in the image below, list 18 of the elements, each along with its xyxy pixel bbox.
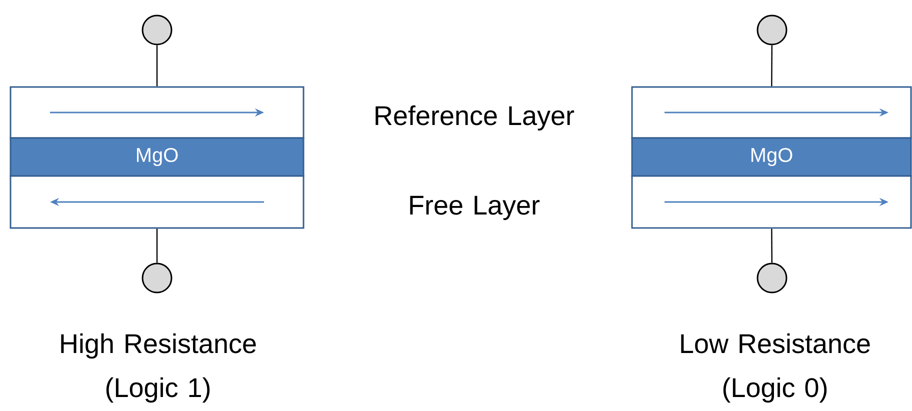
label-text: Low Resistance (Logic 0): [681, 333, 870, 403]
label-text: Reference Layer: [376, 105, 574, 131]
barrier-layer: MgO: [631, 137, 912, 177]
wire: [771, 45, 772, 86]
label-text: Free Layer: [410, 196, 540, 220]
wire: [771, 228, 772, 263]
label-text: High Resistance (Logic 1): [61, 333, 256, 403]
terminal-circle: [756, 262, 788, 294]
wire: [156, 228, 158, 263]
barrier-layer: MgO: [10, 137, 304, 177]
magnetic-layer: [10, 86, 304, 139]
terminal-circle: [756, 14, 788, 46]
terminal-circle: [142, 262, 172, 294]
wire: [156, 45, 158, 86]
magnetic-layer: [631, 175, 912, 229]
terminal-circle: [142, 14, 172, 46]
magnetic-layer: [631, 86, 912, 139]
magnetic-layer: [10, 175, 304, 229]
